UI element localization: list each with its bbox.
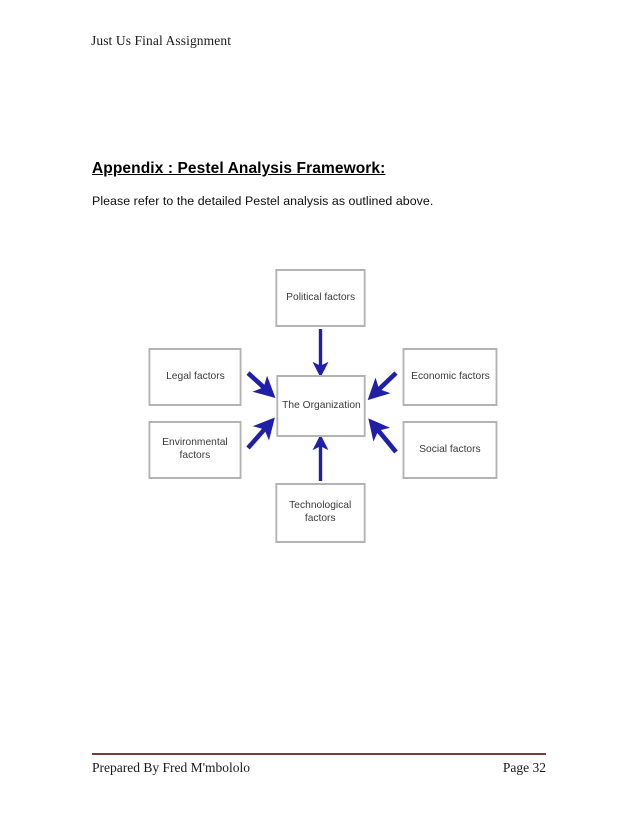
node-legal-factors: Legal factors (148, 348, 242, 406)
footer-divider (92, 753, 546, 755)
node-the-organization: The Organization (276, 375, 366, 437)
arrow-legal-to-center (246, 371, 276, 398)
node-political-label: Political factors (286, 291, 355, 303)
running-header: Just Us Final Assignment (91, 33, 232, 48)
intro-paragraph: Please refer to the detailed Pestel anal… (92, 194, 434, 208)
arrow-economic-to-center (367, 371, 398, 401)
node-social-label: Social factors (419, 443, 481, 455)
footer-prepared-by: Prepared By Fred M'mbololo (92, 760, 251, 775)
node-environmental-label-line1: Environmental (162, 437, 228, 449)
footer-page-number: Page 32 (502, 760, 546, 775)
node-environmental-label-line2: factors (179, 450, 211, 461)
page-title: Appendix : Pestel Analysis Framework: (92, 160, 386, 177)
node-economic-factors: Economic factors (402, 348, 498, 406)
node-economic-label: Economic factors (410, 370, 490, 382)
arrow-social-to-center (368, 418, 398, 454)
pestel-diagram: Political factors Legal factors Economic… (140, 262, 508, 562)
node-environmental-factors: Environmental factors (148, 421, 242, 479)
node-legal-label: Legal factors (165, 370, 225, 382)
diagram-arrows (246, 329, 398, 481)
node-technological-label-line2: factors (305, 513, 336, 524)
node-political-factors: Political factors (275, 269, 366, 327)
node-technological-label-line1: Technological (289, 500, 352, 512)
node-social-factors: Social factors (402, 421, 498, 479)
node-center-label: The Organization (281, 399, 361, 411)
node-technological-factors: Technological factors (275, 483, 366, 543)
arrow-environmental-to-center (246, 417, 275, 450)
